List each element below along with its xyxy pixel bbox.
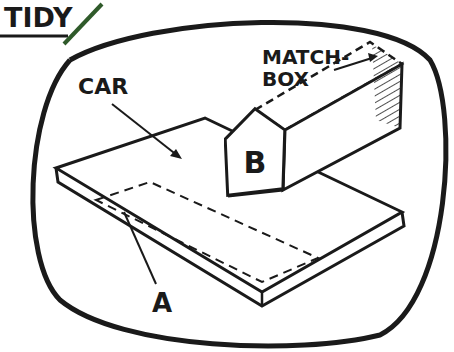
matchbox-end: B bbox=[224, 106, 286, 198]
enclosing-loop bbox=[33, 22, 446, 346]
banner-line bbox=[0, 35, 68, 38]
matchbox-leader bbox=[334, 58, 372, 70]
a-leader bbox=[124, 212, 156, 284]
part-name: MATCH- BOX bbox=[262, 46, 336, 90]
node-text: B bbox=[224, 145, 286, 180]
matchbox-arrowhead bbox=[368, 53, 378, 62]
car-arrowhead bbox=[170, 149, 182, 159]
banner-title: TIDY bbox=[4, 4, 72, 31]
car-leader bbox=[112, 104, 178, 156]
part-name: CAR bbox=[78, 76, 128, 98]
part-letter: A bbox=[152, 290, 172, 316]
